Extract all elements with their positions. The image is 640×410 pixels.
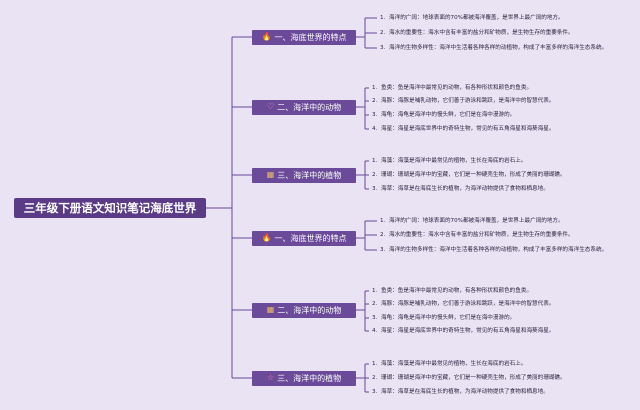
topic-label: 二、海洋中的动物 [277, 305, 342, 315]
item-text: 海星：海星是海底世界中的奇特生物，常见的有五角海星和海葵海星。 [381, 328, 555, 334]
star-icon: ☆ [266, 373, 275, 382]
topic-node[interactable]: ▦三、海洋中的植物 [252, 167, 356, 183]
item-text: 珊瑚：珊瑚是海洋中的宝藏，它们是一种硬壳生物，形成了美丽的珊瑚礁。 [381, 375, 566, 381]
item-number: 2. [372, 301, 378, 307]
item-text: 海豚：海豚是哺乳动物，它们善于游泳和跳跃，是海洋中的智慧代表。 [381, 301, 555, 307]
list-item: 3.海龟：海龟是海洋中的慢头鲜，它们是在海中漫游的。 [372, 314, 612, 322]
item-text: 海洋的广阔：地球表面的70%都被海洋覆盖，是世界上最广阔的地方。 [389, 15, 564, 21]
topic-node[interactable]: ☆三、海洋中的植物 [252, 370, 356, 386]
item-text: 海水的重要性：海水中含有丰富的盐分和矿物质，是生物生存的重要条件。 [389, 30, 574, 36]
list-item: 3.海洋的生物多样性：海洋中生活着各种各样的动植物，构成了丰富多样的海洋生态系统… [380, 246, 620, 254]
topic-node[interactable]: 🔥一、海底世界的特点 [252, 230, 356, 246]
item-number: 3. [380, 247, 386, 253]
item-number: 1. [372, 158, 378, 164]
item-text: 海洋的生物多样性：海洋中生活着各种各样的动植物，构成了丰富多样的海洋生态系统。 [389, 45, 608, 51]
list-item: 3.海洋的生物多样性：海洋中生活着各种各样的动植物，构成了丰富多样的海洋生态系统… [380, 44, 620, 52]
item-number: 2. [380, 232, 386, 238]
item-text: 鱼类：鱼是海洋中最常见的动物，有各种形状和颜色的鱼类。 [381, 288, 533, 294]
topic-label: 二、海洋中的动物 [277, 102, 342, 112]
list-item: 2.海豚：海豚是哺乳动物，它们善于游泳和跳跃，是海洋中的智慧代表。 [372, 300, 612, 308]
topic-label: 一、海底世界的特点 [274, 32, 347, 42]
list-item: 3.海龟：海龟是海洋中的慢头鲜，它们是在海中漫游的。 [372, 111, 612, 119]
item-number: 1. [372, 288, 378, 294]
topic-label: 一、海底世界的特点 [274, 233, 347, 243]
list-item: 1.海洋的广阔：地球表面的70%都被海洋覆盖，是世界上最广阔的地方。 [380, 217, 620, 225]
item-text: 海水的重要性：海水中含有丰富的盐分和矿物质，是生物生存的重要条件。 [389, 232, 574, 238]
list-item: 3.海草：海草是在海底生长的植物，为海洋动物提供了食物和栖息地。 [372, 388, 612, 396]
item-text: 海洋的广阔：地球表面的70%都被海洋覆盖，是世界上最广阔的地方。 [389, 218, 564, 224]
item-number: 1. [380, 218, 386, 224]
grid-icon: ▦ [266, 305, 275, 314]
item-number: 2. [372, 172, 378, 178]
item-text: 海草：海草是在海底生长的植物，为海洋动物提供了食物和栖息地。 [381, 186, 549, 192]
item-number: 1. [372, 85, 378, 91]
item-number: 3. [372, 112, 378, 118]
item-text: 鱼类：鱼是海洋中最常见的动物，有各种形状和颜色的鱼类。 [381, 85, 533, 91]
list-item: 2.珊瑚：珊瑚是海洋中的宝藏，它们是一种硬壳生物，形成了美丽的珊瑚礁。 [372, 171, 612, 179]
topic-node[interactable]: ▦二、海洋中的动物 [252, 302, 356, 318]
item-number: 1. [372, 361, 378, 367]
item-text: 珊瑚：珊瑚是海洋中的宝藏，它们是一种硬壳生物，形成了美丽的珊瑚礁。 [381, 172, 566, 178]
topic-label: 三、海洋中的植物 [277, 373, 342, 383]
item-text: 海洋的生物多样性：海洋中生活着各种各样的动植物，构成了丰富多样的海洋生态系统。 [389, 247, 608, 253]
flame-icon: 🔥 [261, 32, 272, 41]
item-number: 3. [380, 45, 386, 51]
list-item: 4.海星：海星是海底世界中的奇特生物，常见的有五角海星和海葵海星。 [372, 125, 612, 133]
topic-node[interactable]: ♡二、海洋中的动物 [252, 99, 356, 115]
list-item: 1.鱼类：鱼是海洋中最常见的动物，有各种形状和颜色的鱼类。 [372, 287, 612, 295]
list-item: 3.海草：海草是在海底生长的植物，为海洋动物提供了食物和栖息地。 [372, 185, 612, 193]
list-item: 1.海藻：海藻是海洋中最常见的植物，生长在海底的岩石上。 [372, 360, 612, 368]
topic-node[interactable]: 🔥一、海底世界的特点 [252, 29, 356, 45]
item-text: 海星：海星是海底世界中的奇特生物，常见的有五角海星和海葵海星。 [381, 126, 555, 132]
item-text: 海藻：海藻是海洋中最常见的植物，生长在海底的岩石上。 [381, 361, 527, 367]
list-item: 4.海星：海星是海底世界中的奇特生物，常见的有五角海星和海葵海星。 [372, 327, 612, 335]
item-number: 3. [372, 315, 378, 321]
item-text: 海草：海草是在海底生长的植物，为海洋动物提供了食物和栖息地。 [381, 389, 549, 395]
grid-icon: ▦ [266, 170, 275, 179]
item-number: 3. [372, 186, 378, 192]
item-number: 2. [372, 98, 378, 104]
list-item: 2.海水的重要性：海水中含有丰富的盐分和矿物质，是生物生存的重要条件。 [380, 231, 620, 239]
heart-icon: ♡ [266, 102, 275, 111]
root-topic[interactable]: 三年级下册语文知识笔记海底世界 [14, 198, 206, 218]
item-text: 海龟：海龟是海洋中的慢头鲜，它们是在海中漫游的。 [381, 315, 516, 321]
list-item: 2.珊瑚：珊瑚是海洋中的宝藏，它们是一种硬壳生物，形成了美丽的珊瑚礁。 [372, 374, 612, 382]
item-text: 海龟：海龟是海洋中的慢头鲜，它们是在海中漫游的。 [381, 112, 516, 118]
list-item: 2.海豚：海豚是哺乳动物，它们善于游泳和跳跃，是海洋中的智慧代表。 [372, 97, 612, 105]
item-number: 4. [372, 328, 378, 334]
list-item: 1.海洋的广阔：地球表面的70%都被海洋覆盖，是世界上最广阔的地方。 [380, 14, 620, 22]
list-item: 2.海水的重要性：海水中含有丰富的盐分和矿物质，是生物生存的重要条件。 [380, 29, 620, 37]
item-text: 海豚：海豚是哺乳动物，它们善于游泳和跳跃，是海洋中的智慧代表。 [381, 98, 555, 104]
item-number: 2. [372, 375, 378, 381]
topic-label: 三、海洋中的植物 [277, 170, 342, 180]
item-number: 2. [380, 30, 386, 36]
item-text: 海藻：海藻是海洋中最常见的植物，生长在海底的岩石上。 [381, 158, 527, 164]
item-number: 4. [372, 126, 378, 132]
flame-icon: 🔥 [261, 233, 272, 242]
list-item: 1.鱼类：鱼是海洋中最常见的动物，有各种形状和颜色的鱼类。 [372, 84, 612, 92]
item-number: 1. [380, 15, 386, 21]
list-item: 1.海藻：海藻是海洋中最常见的植物，生长在海底的岩石上。 [372, 157, 612, 165]
item-number: 3. [372, 389, 378, 395]
